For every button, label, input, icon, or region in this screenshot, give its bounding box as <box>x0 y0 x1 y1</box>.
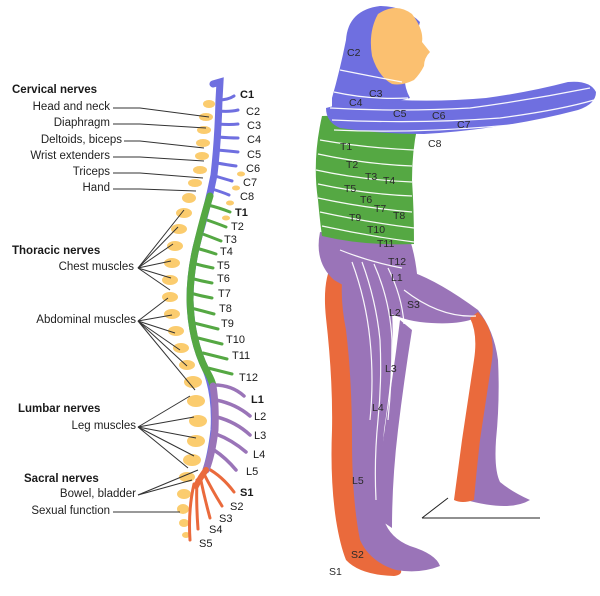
body-segment: S1 <box>329 566 342 578</box>
label-chest-muscles: Chest muscles <box>58 261 134 273</box>
label-wrist-extenders: Wrist extenders <box>30 150 110 162</box>
spine-segment: T7 <box>218 288 231 300</box>
body-segment: T12 <box>388 256 407 268</box>
spine-segment: T9 <box>221 318 234 330</box>
body-segment: S3 <box>407 299 420 311</box>
spine-segment: S3 <box>219 513 233 525</box>
nerve-roots <box>188 94 252 542</box>
spine-segment: C2 <box>246 106 261 118</box>
label-abdominal-muscles: Abdominal muscles <box>36 314 136 326</box>
body-segment: S2 <box>351 549 364 561</box>
body-segment: L4 <box>372 402 384 414</box>
heading-sacral: Sacral nerves <box>24 473 99 485</box>
spine-segment: L5 <box>246 466 259 478</box>
spine-segment: S1 <box>240 487 254 499</box>
spine-segment: T11 <box>232 350 251 362</box>
body-segment: L2 <box>389 307 401 319</box>
heading-lumbar: Lumbar nerves <box>18 403 101 415</box>
leader-lines <box>113 107 210 513</box>
label-sexual-function: Sexual function <box>31 505 110 517</box>
heading-thoracic: Thoracic nerves <box>12 245 101 257</box>
label-deltoids-biceps: Deltoids, biceps <box>40 134 122 146</box>
spinal-cord-illustration <box>113 77 252 542</box>
front-thigh-inner <box>379 320 412 528</box>
body-segment: L3 <box>385 363 397 375</box>
spine-segment: S4 <box>209 524 223 536</box>
back-leg-lumbar <box>341 262 440 572</box>
body-segment: C6 <box>432 110 446 122</box>
body-segment: C7 <box>457 119 471 131</box>
spine-segment: L1 <box>251 394 264 406</box>
body-segment: T9 <box>349 212 362 224</box>
torso-thoracic <box>315 115 418 245</box>
body-segment: C8 <box>428 138 442 150</box>
spine-segment: C8 <box>240 191 255 203</box>
label-triceps: Triceps <box>72 166 110 178</box>
spine-segment: T3 <box>224 234 237 246</box>
label-leg-muscles: Leg muscles <box>71 420 136 432</box>
dermatome-boundaries <box>315 69 595 501</box>
spine-segment: T4 <box>220 246 233 258</box>
face <box>370 8 430 85</box>
spine-segment: T5 <box>217 260 230 272</box>
body-illustration <box>315 6 596 576</box>
body-segment: T1 <box>340 141 353 153</box>
spine-segment: T12 <box>239 372 258 384</box>
spine-segment: T6 <box>217 273 230 285</box>
spine-segment: T1 <box>235 207 248 219</box>
label-diaphragm: Diaphragm <box>53 117 110 129</box>
arm-cervical <box>326 81 596 134</box>
spine-segment: T8 <box>219 303 232 315</box>
body-segment: T2 <box>346 159 359 171</box>
label-hand: Hand <box>82 182 111 194</box>
body-segment: T6 <box>360 194 373 206</box>
cord-thoracic <box>186 192 217 390</box>
body-segment: C3 <box>369 88 383 100</box>
spine-segment: C4 <box>247 134 262 146</box>
spine-segment: C1 <box>240 89 255 101</box>
spine-segment: S2 <box>230 501 244 513</box>
spine-segment: C5 <box>247 149 262 161</box>
body-segment: C5 <box>393 108 407 120</box>
body-segment: L5 <box>352 475 364 487</box>
front-leg-sacral <box>454 312 493 502</box>
pelvis-lumbar <box>318 232 418 304</box>
body-segment: T5 <box>344 183 357 195</box>
spine-segment: S5 <box>199 538 213 550</box>
spine-segment: C6 <box>246 163 261 175</box>
body-segment: T4 <box>383 175 396 187</box>
body-segment: T7 <box>374 203 387 215</box>
body-segment: C4 <box>349 97 363 109</box>
label-head-neck: Head and neck <box>32 101 110 113</box>
spine-segment: L4 <box>253 449 266 461</box>
spine-segment: T2 <box>231 221 244 233</box>
spine-segment: C3 <box>247 120 262 132</box>
body-segment: C2 <box>347 47 361 59</box>
body-segment: T8 <box>393 210 406 222</box>
spine-segment: L2 <box>254 411 267 423</box>
body-segment: T11 <box>377 238 395 250</box>
front-leg-lumbar <box>366 240 530 506</box>
spine-segment: T10 <box>226 334 245 346</box>
spine-segment: C7 <box>243 177 258 189</box>
spine-segment: L3 <box>254 430 267 442</box>
cord-lumbar <box>202 382 219 474</box>
body-segment: T10 <box>367 224 386 236</box>
label-bowel-bladder: Bowel, bladder <box>59 488 136 500</box>
body-segment: L1 <box>391 272 403 284</box>
heading-cervical: Cervical nerves <box>12 84 98 96</box>
knee-leader <box>421 497 540 519</box>
cord-sacral <box>193 467 209 489</box>
body-segment: T3 <box>365 171 378 183</box>
